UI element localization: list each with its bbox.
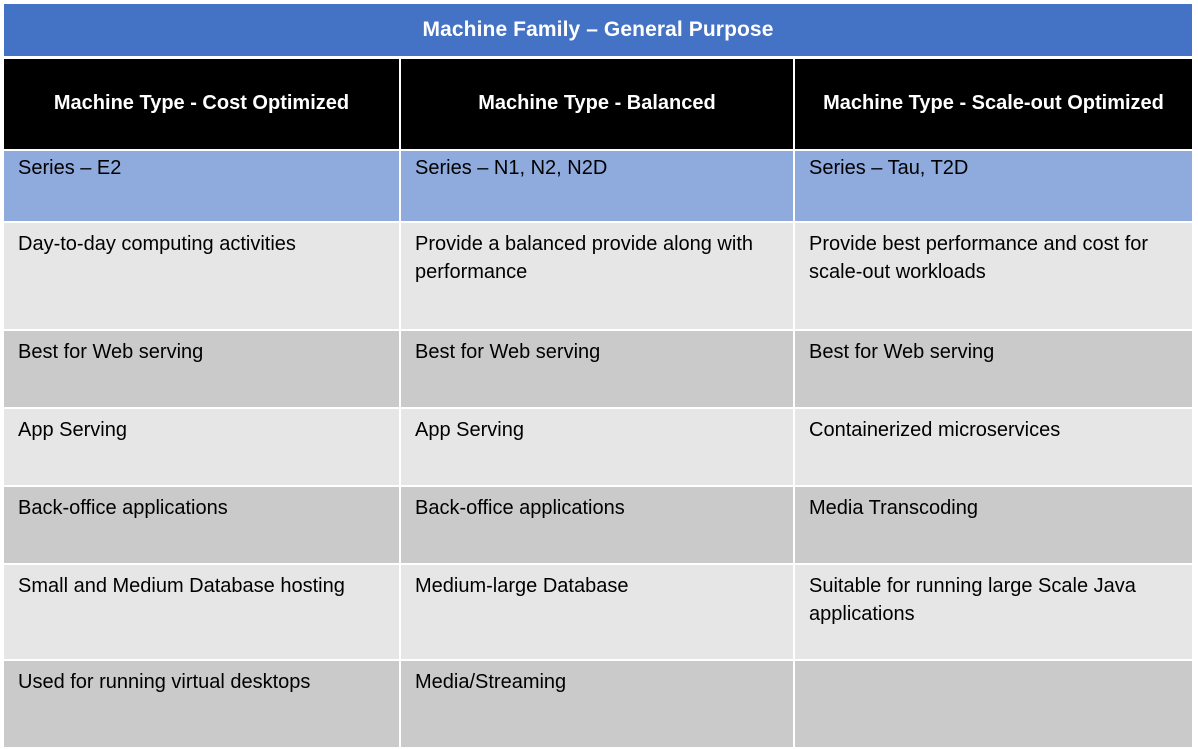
table-cell: Suitable for running large Scale Java ap… (792, 564, 1193, 661)
machine-family-table: Machine Family – General Purpose Machine… (4, 4, 1193, 749)
series-cell-balanced: Series – N1, N2, N2D (399, 150, 795, 223)
table-cell: Best for Web serving (792, 330, 1193, 409)
table-row: Small and Medium Database hosting Medium… (4, 564, 1193, 661)
table-cell: Media/Streaming (399, 660, 795, 749)
table-row: Back-office applications Back-office app… (4, 486, 1193, 565)
series-cell-cost-optimized: Series – E2 (4, 150, 401, 223)
table-cell: App Serving (4, 408, 401, 487)
series-cell-scale-out-optimized: Series – Tau, T2D (792, 150, 1193, 223)
table-cell: Used for running virtual desktops (4, 660, 401, 749)
table-row: App Serving App Serving Containerized mi… (4, 408, 1193, 487)
column-header-scale-out-optimized: Machine Type - Scale-out Optimized (792, 56, 1193, 151)
table-cell: Best for Web serving (399, 330, 795, 409)
table-cell: Provide a balanced provide along with pe… (399, 222, 795, 331)
table-cell: Containerized microservices (792, 408, 1193, 487)
table-row: Day-to-day computing activities Provide … (4, 222, 1193, 331)
table-cell: App Serving (399, 408, 795, 487)
column-header-balanced: Machine Type - Balanced (399, 56, 795, 151)
table-cell: Best for Web serving (4, 330, 401, 409)
table-cell: Day-to-day computing activities (4, 222, 401, 331)
table-title: Machine Family – General Purpose (4, 4, 1193, 58)
table-cell-empty (792, 660, 1193, 749)
table-header-row: Machine Type - Cost Optimized Machine Ty… (4, 56, 1193, 151)
table-cell: Provide best performance and cost for sc… (792, 222, 1193, 331)
table-cell: Media Transcoding (792, 486, 1193, 565)
table-row: Used for running virtual desktops Media/… (4, 660, 1193, 749)
table-cell: Medium-large Database (399, 564, 795, 661)
machine-family-table-container: Machine Family – General Purpose Machine… (4, 4, 1193, 749)
column-header-cost-optimized: Machine Type - Cost Optimized (4, 56, 401, 151)
table-cell: Small and Medium Database hosting (4, 564, 401, 661)
table-cell: Back-office applications (4, 486, 401, 565)
table-cell: Back-office applications (399, 486, 795, 565)
series-row: Series – E2 Series – N1, N2, N2D Series … (4, 150, 1193, 223)
table-row: Best for Web serving Best for Web servin… (4, 330, 1193, 409)
table-title-row: Machine Family – General Purpose (4, 4, 1193, 58)
